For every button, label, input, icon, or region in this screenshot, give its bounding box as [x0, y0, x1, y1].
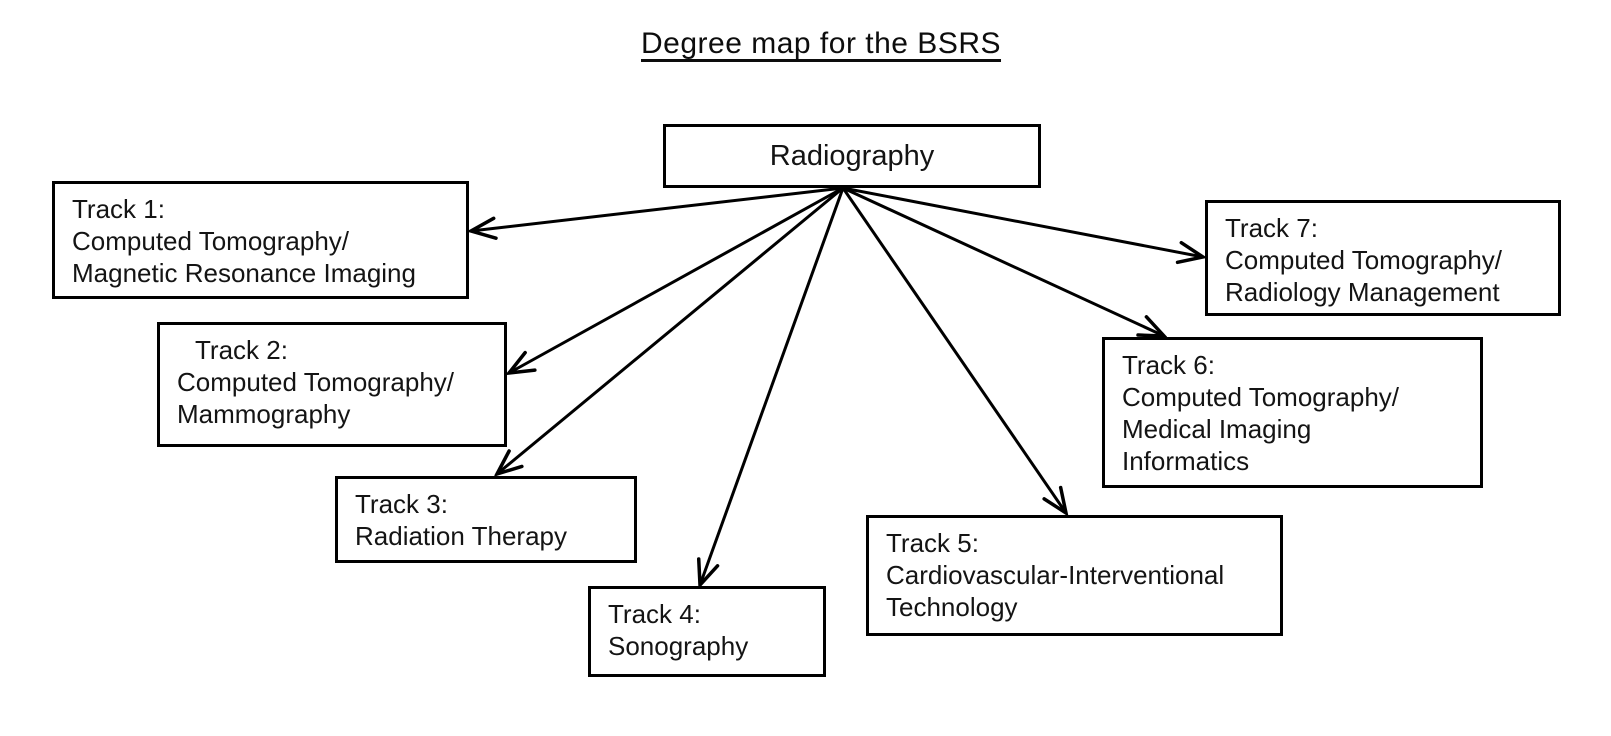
radiography-label: Radiography — [769, 140, 935, 172]
track-1-box: Track 1: Computed Tomography/ Magnetic R… — [52, 181, 469, 299]
track-5-box: Track 5: Cardiovascular-Interventional T… — [866, 515, 1283, 636]
track-2-line-3: Mammography — [177, 399, 351, 429]
arrow-track-3 — [497, 186, 844, 474]
arrow-track-7 — [842, 186, 1203, 257]
track-7-line-2: Computed Tomography/ — [1225, 245, 1503, 275]
arrow-track-1 — [471, 186, 844, 231]
track-3-box: Track 3: Radiation Therapy — [335, 476, 637, 563]
track-7-line-1: Track 7: — [1225, 213, 1318, 243]
track-7-line-3: Radiology Management — [1225, 277, 1500, 307]
track-1-line-2: Computed Tomography/ — [72, 226, 350, 256]
track-6-line-4: Informatics — [1122, 446, 1250, 476]
track-5-line-3: Technology — [886, 592, 1018, 622]
track-3-line-2: Radiation Therapy — [355, 521, 567, 551]
track-5-line-1: Track 5: — [886, 528, 979, 558]
diagram-title: Degree map for the BSRS — [641, 27, 1002, 60]
track-6-line-3: Medical Imaging — [1122, 414, 1312, 444]
track-7-box: Track 7: Computed Tomography/ Radiology … — [1205, 200, 1561, 316]
arrow-track-4 — [700, 187, 845, 585]
track-3-line-1: Track 3: — [355, 489, 448, 519]
track-6-box: Track 6: Computed Tomography/ Medical Im… — [1102, 337, 1483, 488]
track-6-line-2: Computed Tomography/ — [1122, 382, 1400, 412]
arrow-track-2 — [509, 186, 844, 373]
track-4-box: Track 4: Sonography — [588, 586, 826, 677]
track-4-line-1: Track 4: — [608, 599, 701, 629]
radiography-box: Radiography — [663, 124, 1041, 188]
track-1-line-1: Track 1: — [72, 194, 165, 224]
track-5-line-2: Cardiovascular-Interventional — [886, 560, 1225, 590]
track-2-line-2: Computed Tomography/ — [177, 367, 455, 397]
track-2-line-1: Track 2: — [195, 335, 288, 365]
track-2-box: Track 2: Computed Tomography/ Mammograph… — [157, 322, 507, 447]
track-4-line-2: Sonography — [608, 631, 749, 661]
arrow-track-5 — [841, 187, 1066, 513]
arrow-track-6 — [842, 186, 1164, 336]
track-1-line-3: Magnetic Resonance Imaging — [72, 258, 416, 288]
track-6-line-1: Track 6: — [1122, 350, 1215, 380]
